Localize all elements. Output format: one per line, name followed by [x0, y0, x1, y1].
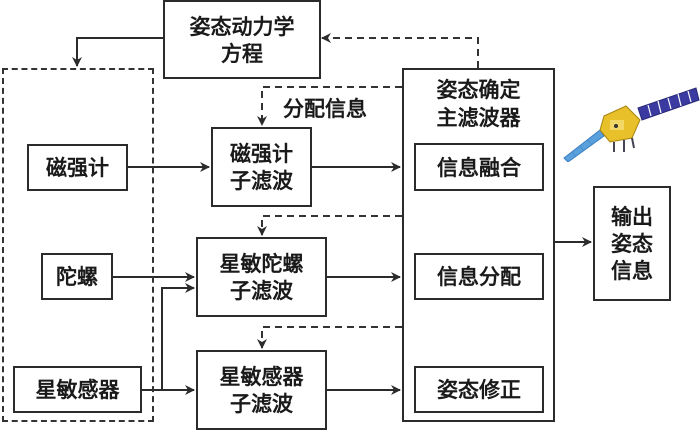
star-subfilter-line1: 星敏感器 — [219, 364, 304, 389]
arrow-main-to-dynamics — [321, 33, 479, 68]
attitude-correction-label: 姿态修正 — [437, 377, 521, 402]
output-attitude-box: 输出 姿态 信息 — [593, 186, 671, 301]
info-distribution-box: 信息分配 — [414, 253, 544, 300]
dynamics-equation-box: 姿态动力学 方程 — [163, 0, 321, 79]
dynamics-line1: 姿态动力学 — [189, 13, 295, 39]
main-filter-title: 姿态确定 主滤波器 — [404, 76, 553, 132]
satellite-icon — [563, 87, 700, 162]
arrow-distribution-star-sensor — [257, 326, 402, 349]
stargyro-subfilter-line2: 子滤波 — [230, 278, 293, 303]
magnetometer-box: 磁强计 — [27, 144, 128, 191]
info-fusion-label: 信息融合 — [437, 154, 521, 180]
mag-subfilter-line1: 磁强计 — [230, 141, 293, 166]
distribution-info-label: 分配信息 — [283, 96, 367, 121]
star-sensor-subfilter-box: 星敏感器 子滤波 — [196, 350, 327, 430]
star-sensor-box: 星敏感器 — [13, 366, 142, 413]
output-line1: 输出 — [611, 204, 653, 229]
star-sensor-label: 星敏感器 — [35, 377, 120, 402]
arrow-dynamics-to-sensors — [72, 37, 163, 67]
arrow-star-to-star-gyro-subfilter — [161, 283, 195, 390]
info-fusion-box: 信息融合 — [414, 143, 544, 191]
magnetometer-subfilter-box: 磁强计 子滤波 — [211, 127, 312, 207]
gyro-box: 陀螺 — [41, 253, 113, 300]
sensor-group — [2, 68, 154, 422]
mag-subfilter-line2: 子滤波 — [230, 168, 293, 193]
output-line2: 姿态 — [611, 231, 653, 256]
info-distribution-label: 信息分配 — [437, 264, 521, 289]
gyro-label: 陀螺 — [56, 264, 98, 289]
dynamics-line2: 方程 — [221, 40, 263, 66]
output-line3: 信息 — [611, 258, 653, 283]
main-filter-box: 姿态确定 主滤波器 — [402, 68, 555, 422]
attitude-correction-box: 姿态修正 — [414, 366, 544, 413]
main-filter-line1: 姿态确定 — [436, 77, 521, 102]
star-gyro-subfilter-box: 星敏陀螺 子滤波 — [196, 237, 327, 317]
main-filter-line2: 主滤波器 — [436, 105, 521, 130]
magnetometer-label: 磁强计 — [46, 155, 109, 180]
star-subfilter-line2: 子滤波 — [230, 391, 293, 416]
stargyro-subfilter-line1: 星敏陀螺 — [219, 251, 304, 276]
arrow-distribution-star-gyro — [257, 215, 402, 236]
